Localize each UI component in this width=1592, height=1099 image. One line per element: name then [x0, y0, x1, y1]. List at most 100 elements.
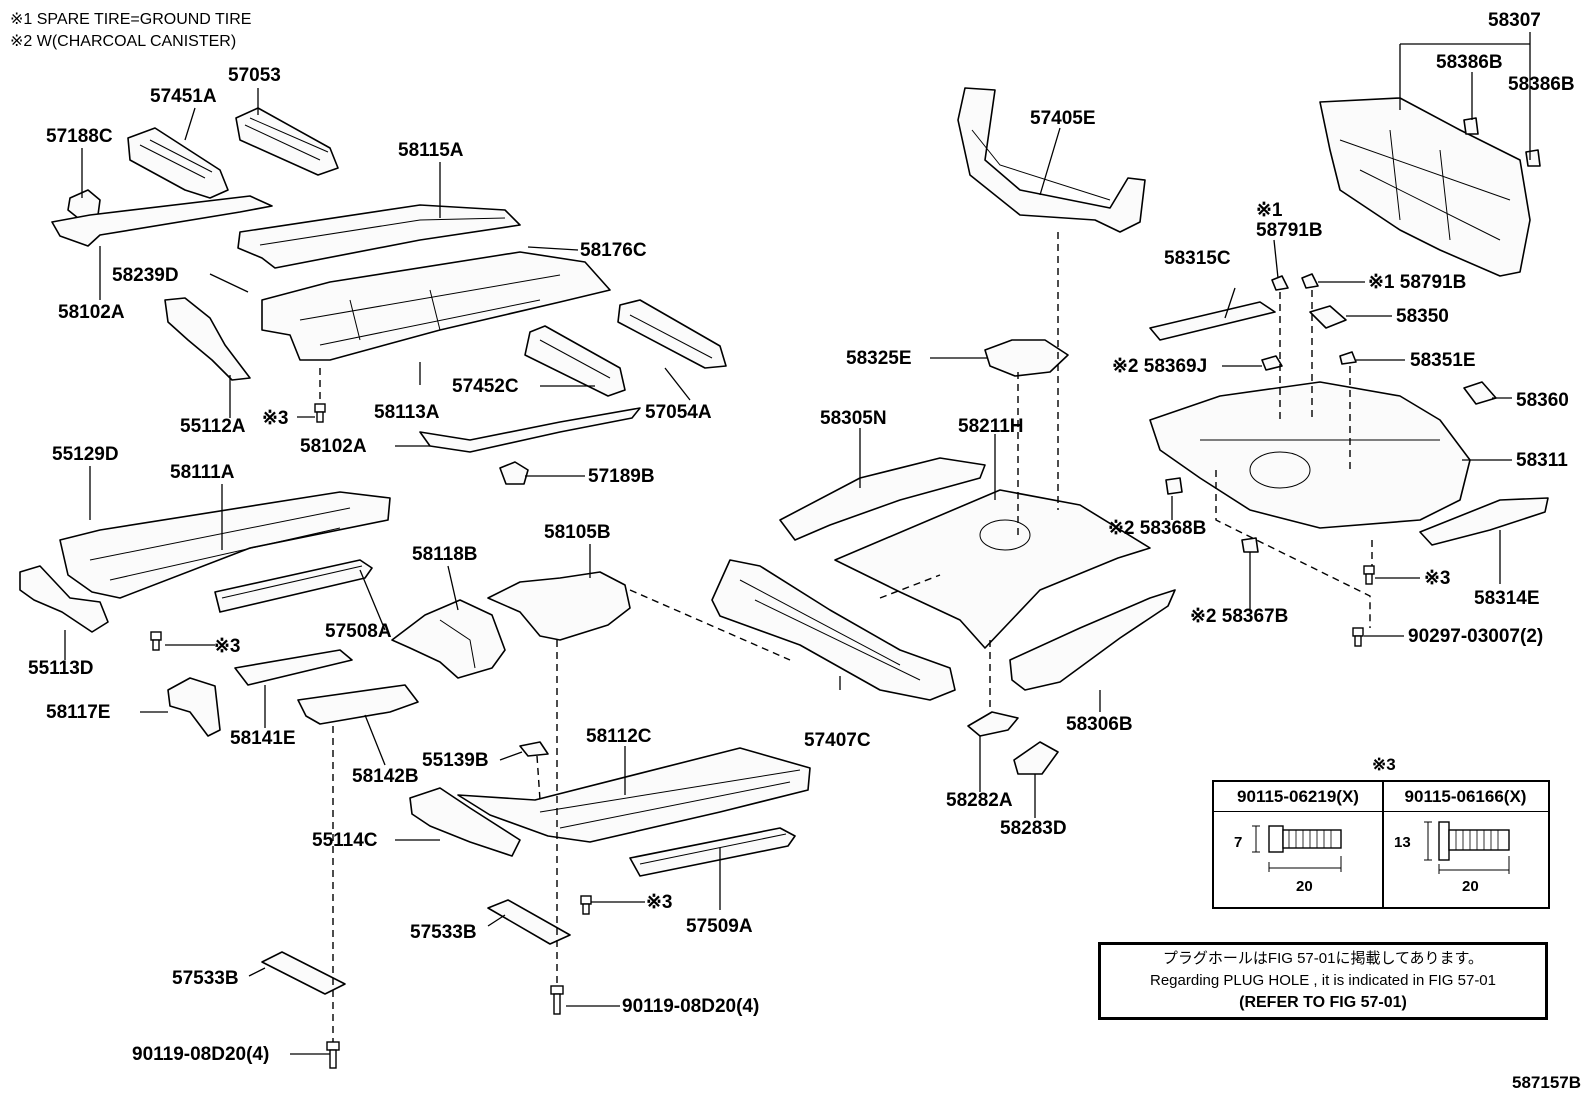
part-58360	[1463, 381, 1497, 405]
label-58369J: ※2 58369J	[1112, 356, 1207, 377]
part-55113D	[19, 565, 109, 633]
label-58307: 58307	[1488, 10, 1541, 31]
part-58351E	[1339, 351, 1357, 365]
ref-table-title: ※3	[1372, 755, 1396, 774]
label-58314E: 58314E	[1474, 588, 1540, 609]
part-58307	[1319, 97, 1531, 277]
ref-divider	[1382, 782, 1384, 907]
label-58386B-a: 58386B	[1436, 52, 1503, 73]
label-90119-low: 90119-08D20(4)	[132, 1044, 269, 1065]
bolt-icon	[550, 985, 564, 1015]
label-58142B: 58142B	[352, 766, 419, 787]
label-x3-c: ※3	[646, 892, 673, 913]
label-x1-a: ※1	[1256, 200, 1283, 221]
bolt-icon	[580, 895, 592, 915]
label-58239D: 58239D	[112, 265, 179, 286]
bolt-icon	[1438, 821, 1510, 861]
label-55112A: 55112A	[180, 416, 246, 437]
part-55112A	[164, 297, 251, 381]
part-57053	[235, 107, 339, 176]
bolt-reference-table: 90115-06219(X) 90115-06166(X) 7 20 13 20	[1212, 780, 1550, 909]
part-58369J	[1261, 355, 1283, 371]
label-57189B: 57189B	[588, 466, 655, 487]
part-58105B	[487, 571, 631, 641]
label-58791B-b: ※1 58791B	[1368, 272, 1466, 293]
label-58350: 58350	[1396, 306, 1449, 327]
label-58112C: 58112C	[586, 726, 652, 747]
part-58142B	[297, 684, 419, 725]
part-58283D	[1013, 741, 1059, 775]
label-58386B-b: 58386B	[1508, 74, 1575, 95]
part-58113A	[261, 251, 611, 361]
label-57508A: 57508A	[325, 621, 392, 642]
label-55114C: 55114C	[312, 830, 378, 851]
label-55139B: 55139B	[422, 750, 489, 771]
label-58311: 58311	[1516, 450, 1568, 471]
part-57451A	[127, 127, 229, 199]
label-58305N: 58305N	[820, 408, 887, 429]
bolt-icon	[314, 403, 326, 423]
bolt-icon	[1363, 565, 1375, 585]
label-57451A: 57451A	[150, 86, 217, 107]
part-58350	[1309, 305, 1347, 329]
part-58791B-b	[1301, 273, 1319, 289]
label-58118B: 58118B	[412, 544, 478, 565]
label-57533B-mid: 57533B	[410, 922, 477, 943]
part-58791B-a	[1271, 275, 1289, 291]
bolt-icon	[1268, 825, 1342, 853]
part-58386B-b	[1525, 149, 1541, 167]
label-58117E: 58117E	[46, 702, 110, 723]
label-57509A: 57509A	[686, 916, 753, 937]
part-58115A	[237, 204, 521, 269]
part-58306B	[1009, 589, 1176, 691]
label-58351E: 58351E	[1410, 350, 1476, 371]
part-58117E	[167, 677, 221, 737]
part-57533B-mid	[487, 899, 571, 945]
bolt-dimension-drawings	[1252, 821, 1510, 874]
part-58112C	[457, 747, 811, 843]
part-58325E	[984, 339, 1069, 377]
ref-col1-length: 20	[1296, 878, 1313, 895]
label-57188C: 57188C	[46, 126, 113, 147]
label-x3-a: ※3	[262, 408, 289, 429]
label-55129D: 55129D	[52, 444, 119, 465]
part-57407C	[711, 559, 956, 701]
label-58306B: 58306B	[1066, 714, 1133, 735]
label-58113A: 58113A	[374, 402, 440, 423]
footnote-1: ※1 SPARE TIRE=GROUND TIRE	[10, 11, 252, 28]
ref-col1-height: 7	[1234, 834, 1243, 851]
part-58141E	[234, 649, 353, 686]
label-58360: 58360	[1516, 390, 1569, 411]
plug-note-japanese: プラグホールはFIG 57-01に掲載してあります。	[1162, 950, 1484, 967]
part-58386B-a	[1463, 117, 1479, 135]
part-58111A	[59, 491, 391, 599]
part-57508A	[214, 559, 373, 613]
part-58211H	[834, 489, 1151, 649]
ref-col1-part: 90115-06219(X)	[1214, 782, 1382, 812]
bolt-icon	[326, 1041, 340, 1069]
label-58368B: ※2 58368B	[1108, 518, 1206, 539]
part-57452C	[524, 325, 626, 397]
part-57509A	[629, 827, 796, 877]
label-90297: 90297-03007(2)	[1408, 626, 1543, 647]
label-58791B-a: 58791B	[1256, 220, 1323, 241]
part-58102A-lower	[419, 407, 641, 453]
ref-col2-height: 13	[1394, 834, 1411, 851]
part-58311	[1149, 381, 1471, 529]
part-58367B	[1241, 537, 1259, 553]
bolt-icon	[1352, 627, 1364, 647]
bolt-icon	[150, 631, 162, 651]
plug-hole-note: プラグホールはFIG 57-01に掲載してあります。 Regarding PLU…	[1098, 942, 1548, 1020]
part-55114C	[409, 787, 521, 857]
part-57533B-low	[261, 951, 346, 995]
ref-col2-length: 20	[1462, 878, 1479, 895]
label-58176C: 58176C	[580, 240, 647, 261]
part-58305N	[779, 457, 986, 541]
label-58102A-top: 58102A	[58, 302, 125, 323]
part-58314E	[1419, 497, 1549, 546]
ref-col2-part: 90115-06166(X)	[1383, 782, 1548, 812]
plug-note-english: Regarding PLUG HOLE , it is indicated in…	[1150, 972, 1496, 989]
label-58111A: 58111A	[170, 462, 235, 483]
label-58367B: ※2 58367B	[1190, 606, 1288, 627]
